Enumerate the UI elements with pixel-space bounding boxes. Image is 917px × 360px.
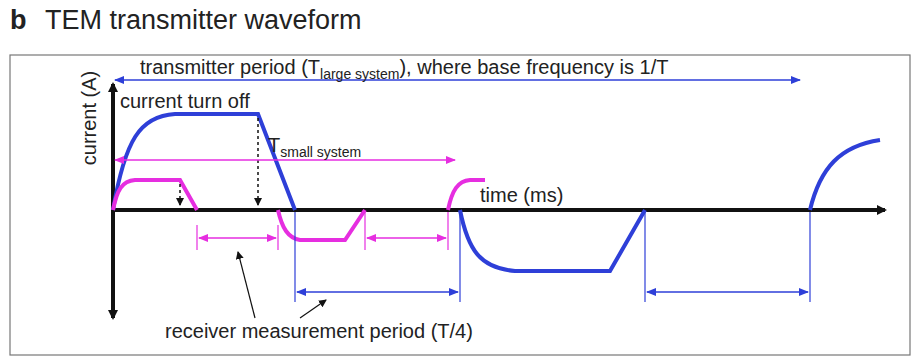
period-label: Tsmall system	[268, 134, 361, 156]
small-system-waveform	[113, 180, 197, 210]
subscript: small system	[280, 144, 361, 160]
large-system-waveform	[113, 114, 295, 210]
panel-letter: b	[10, 5, 27, 35]
measurement-window	[199, 237, 276, 239]
large-system-waveform	[460, 210, 645, 271]
axis-label: current (A)	[78, 71, 100, 165]
window-tick	[447, 212, 448, 250]
measurement-window	[367, 237, 446, 239]
window-tick	[809, 212, 810, 302]
annotation: current turn off	[120, 90, 250, 112]
large-system-waveform	[810, 140, 880, 210]
small-system-waveform	[278, 210, 365, 240]
measurement-window	[297, 291, 458, 293]
period-label: T	[268, 134, 280, 156]
window-tick	[459, 212, 460, 302]
panel-letter: b	[10, 6, 27, 36]
window-tick	[196, 225, 197, 250]
subscript: large system	[320, 66, 399, 82]
time-axis	[113, 208, 885, 212]
annotation: receiver measurement period (T/4)	[165, 320, 473, 342]
period-label: ), where base frequency is 1/T	[399, 56, 668, 78]
annotation: current turn off	[120, 90, 250, 112]
panel-frame	[10, 55, 910, 355]
axis-label: current (A)	[78, 71, 100, 165]
period-label: transmitter period (Tlarge system), wher…	[140, 56, 668, 78]
large-period-arrow	[115, 79, 800, 81]
leader-line	[238, 252, 255, 318]
window-tick	[644, 212, 645, 302]
figure-title: TEM transmitter waveform	[45, 6, 362, 36]
turn-off-marker	[179, 184, 181, 205]
turn-off-marker	[257, 118, 259, 205]
window-tick	[277, 225, 278, 250]
annotation: receiver measurement period (T/4)	[165, 320, 473, 342]
period-label: transmitter period (T	[140, 56, 320, 78]
measurement-window	[647, 291, 808, 293]
axis-label: time (ms)	[480, 184, 563, 206]
window-tick	[294, 212, 295, 302]
window-tick	[364, 212, 365, 250]
small-system-waveform	[448, 180, 485, 210]
leader-line	[300, 300, 326, 318]
axis-label: time (ms)	[480, 184, 563, 206]
